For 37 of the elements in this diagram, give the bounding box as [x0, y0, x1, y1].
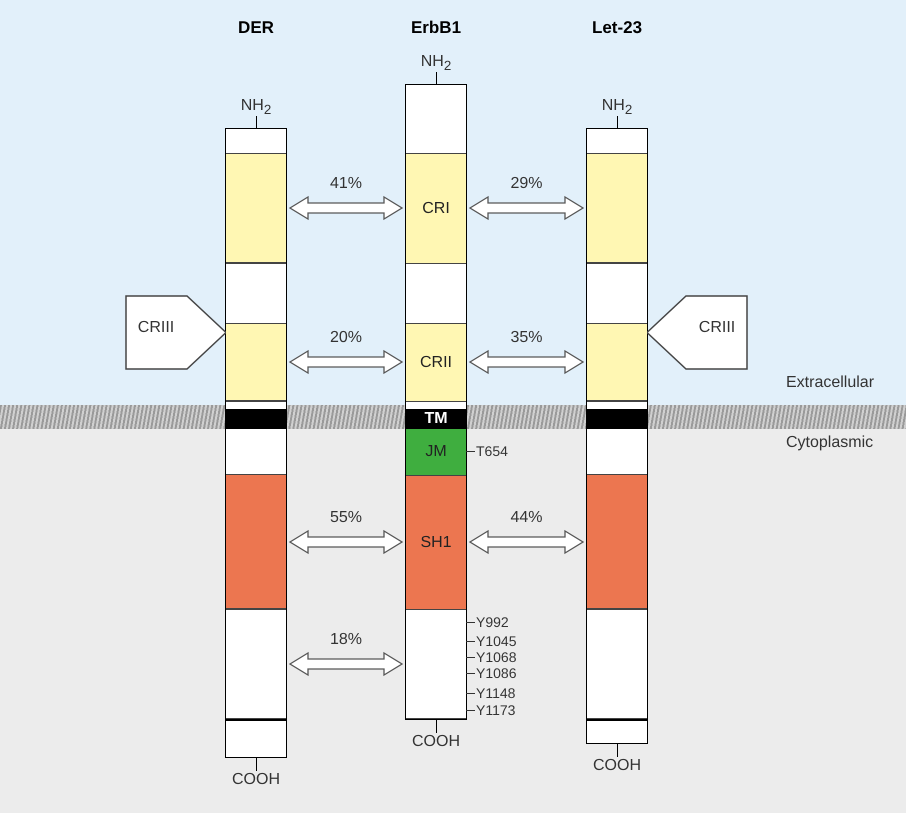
- double-arrow: [288, 196, 404, 220]
- callout-pentagon: CRIII: [647, 295, 748, 370]
- residue-label: Y992: [466, 614, 509, 630]
- kinase-domain-segment: [587, 474, 647, 609]
- region-label: Extracellular: [786, 374, 874, 392]
- domain-segment: [406, 609, 466, 719]
- domain-segment: CRI: [406, 153, 466, 263]
- transmembrane-segment: [587, 409, 647, 429]
- double-arrow: [468, 350, 584, 374]
- double-arrow: [288, 530, 404, 554]
- domain-segment: [226, 609, 286, 719]
- double-arrow: [288, 652, 404, 676]
- domain-segment: [587, 323, 647, 401]
- protein-name: Let-23: [590, 18, 644, 38]
- domain-segment: [587, 609, 647, 719]
- domain-segment: SH1: [406, 475, 466, 609]
- domain-segment: JM: [406, 429, 466, 475]
- double-arrow: [288, 350, 404, 374]
- kinase-domain-segment: [226, 474, 286, 609]
- domain-segment: [587, 153, 647, 263]
- domain-segment: TM: [406, 409, 466, 429]
- domain-segment: [226, 323, 286, 401]
- domain-segment: [226, 153, 286, 263]
- residue-label: T654: [466, 443, 508, 459]
- callout-pentagon: CRIII: [125, 295, 226, 370]
- residue-label: Y1068: [466, 649, 516, 665]
- residue-label: Y1086: [466, 665, 516, 681]
- region-label: Cytoplasmic: [786, 434, 874, 452]
- protein-name: DER: [237, 18, 275, 38]
- transmembrane-segment: [226, 409, 286, 429]
- residue-label: Y1173: [466, 702, 516, 718]
- residue-label: Y1148: [466, 685, 516, 701]
- domain-segment: CRII: [406, 323, 466, 401]
- residue-label: Y1045: [466, 633, 516, 649]
- protein-name: ErbB1: [410, 18, 462, 38]
- double-arrow: [468, 530, 584, 554]
- double-arrow: [468, 196, 584, 220]
